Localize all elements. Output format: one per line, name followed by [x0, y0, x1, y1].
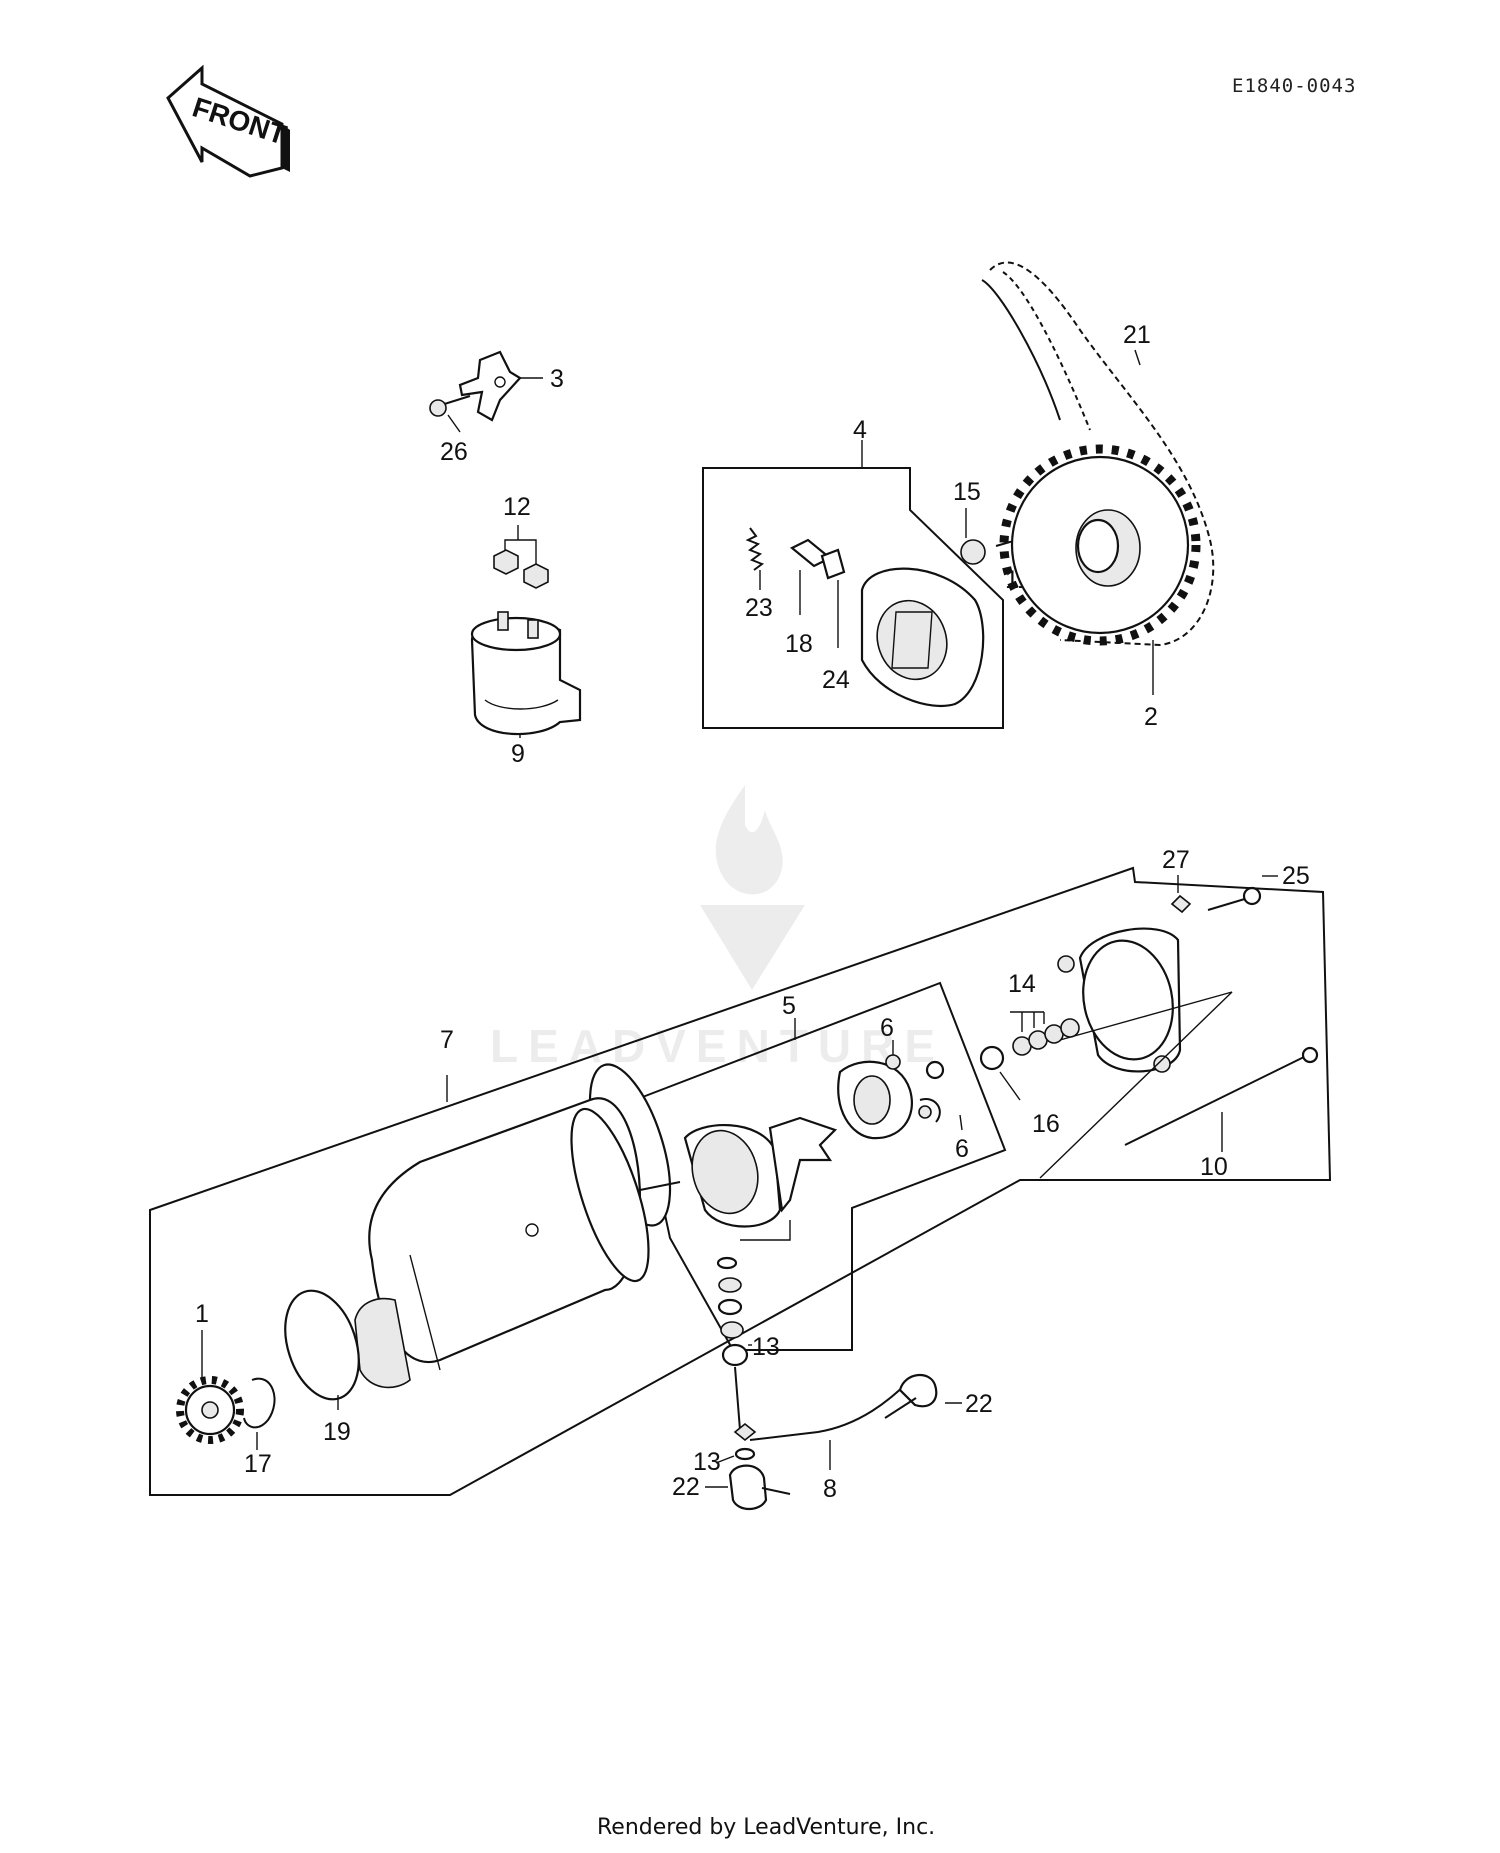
lock-washer-part	[1170, 894, 1192, 914]
bracket-part	[429, 350, 522, 422]
callout-23: 23	[745, 594, 773, 622]
callout-9: 9	[511, 740, 525, 768]
clutch-roller-part	[820, 548, 846, 580]
callout-13-upper: 13	[752, 1333, 780, 1361]
callout-1: 1	[195, 1300, 209, 1328]
front-arrow-icon: FRONT	[166, 64, 290, 178]
callout-13-lower: 13	[693, 1448, 721, 1476]
drawing-code: E1840-0043	[1232, 75, 1356, 97]
callout-22-upper: 22	[965, 1390, 993, 1418]
drive-chain-part	[981, 261, 1215, 647]
o-ring-front-part	[284, 1289, 360, 1401]
starter-gear-part	[176, 1376, 244, 1444]
callout-25: 25	[1282, 862, 1310, 890]
terminal-hardware-stack-part	[716, 1256, 749, 1367]
callout-15: 15	[953, 478, 981, 506]
callout-10: 10	[1200, 1153, 1228, 1181]
callout-18: 18	[785, 630, 813, 658]
washer-part	[960, 539, 986, 565]
callout-3: 3	[550, 365, 564, 393]
callout-6-lower: 6	[955, 1135, 969, 1163]
starter-motor-body-part	[354, 1097, 681, 1389]
callout-17: 17	[244, 1450, 272, 1478]
brush-spring-set-part	[1012, 1018, 1080, 1056]
callout-24: 24	[822, 666, 850, 694]
starter-motor-assembly-box	[149, 866, 1332, 1496]
footer-credit: Rendered by LeadVenture, Inc.	[597, 1815, 935, 1840]
clutch-body-part	[860, 567, 985, 708]
flame-logo-icon	[700, 785, 805, 990]
wire-terminal-upper-part	[884, 1374, 938, 1419]
callout-21: 21	[1123, 321, 1151, 349]
through-bolt-part	[1124, 1046, 1319, 1146]
callout-5: 5	[782, 992, 796, 1020]
end-cover-part	[1057, 927, 1182, 1073]
callout-26: 26	[440, 438, 468, 466]
brush-screw-lower-part	[918, 1098, 941, 1123]
callout-8: 8	[823, 1475, 837, 1503]
clutch-assembly-box	[702, 467, 1004, 729]
clutch-spring-part	[745, 527, 765, 571]
brush-part	[768, 1116, 838, 1213]
nut-pair-part	[493, 549, 549, 589]
callout-19: 19	[323, 1418, 351, 1446]
thrust-washer-part	[979, 1045, 1005, 1071]
brush-plate-part	[837, 1060, 913, 1140]
lead-wire-part	[749, 1379, 911, 1441]
callout-12: 12	[503, 493, 531, 521]
brush-assembly-box	[638, 981, 1007, 1351]
end-cover-screw-part	[1207, 886, 1262, 911]
wire-terminal-lower-part	[728, 1464, 791, 1511]
callout-27: 27	[1162, 846, 1190, 874]
clutch-sprocket-part	[999, 444, 1201, 646]
guide-lines	[1039, 991, 1233, 1179]
circlip-part	[243, 1377, 276, 1429]
brush-holder-part	[683, 1123, 782, 1228]
callout-6-upper: 6	[880, 1014, 894, 1042]
callout-4: 4	[853, 416, 867, 444]
starter-relay-part	[470, 611, 582, 736]
callout-16: 16	[1032, 1110, 1060, 1138]
callout-2: 2	[1144, 703, 1158, 731]
callout-14: 14	[1008, 970, 1036, 998]
callout-22-lower: 22	[672, 1473, 700, 1501]
callout-7: 7	[440, 1026, 454, 1054]
